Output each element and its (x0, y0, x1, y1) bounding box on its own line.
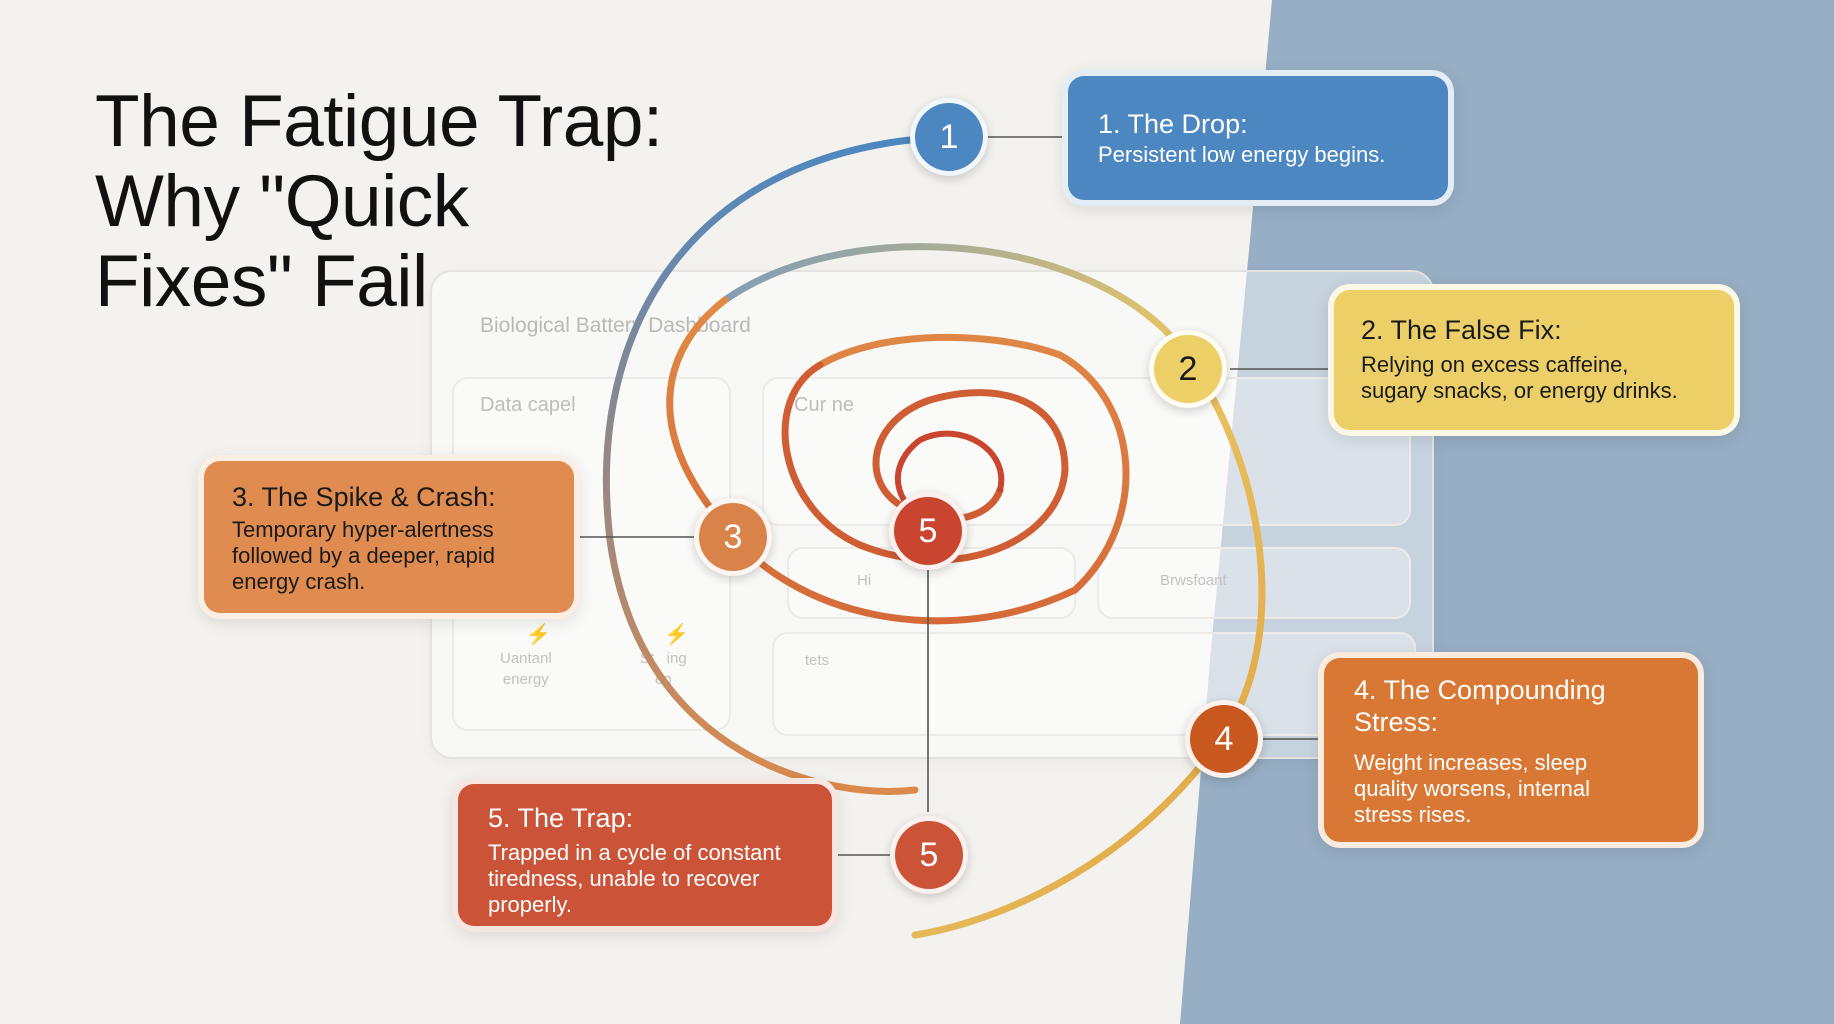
stage-node-number: 5 (919, 835, 939, 874)
stage-card-title: 3. The Spike & Crash: (232, 482, 496, 512)
stage-card-body: Trapped in a cycle of constant (488, 840, 781, 865)
lightning-icon: ⚡ (526, 624, 551, 646)
stage-node-number: 3 (723, 517, 743, 556)
stage-card-body: sugary snacks, or energy drinks. (1361, 378, 1678, 403)
dashboard-panel-mid-b (1097, 547, 1411, 619)
stage-card-body: properly. (488, 892, 572, 917)
lightning-icon: ⚡ (664, 624, 689, 646)
stage-card-title: Stress: (1354, 707, 1439, 737)
title-line: The Fatigue Trap: (95, 81, 663, 162)
stage-card-2: 2. The False Fix: Relying on excess caff… (1328, 284, 1740, 436)
stage-node-1: 1 (910, 98, 988, 176)
spiral-arc-right (721, 243, 1266, 939)
dashboard-title: Biological Battery Dashboard (480, 314, 751, 337)
dashboard-panel-right (762, 377, 1411, 526)
stage-card-4: 4. The Compounding Stress: Weight increa… (1318, 652, 1704, 848)
dashboard-small-label: Brwsfoant (1160, 572, 1227, 589)
stage-card-title: 2. The False Fix: (1361, 315, 1562, 345)
stage-card-title: 4. The Compounding (1354, 675, 1606, 705)
stage-card-body: Relying on excess caffeine, (1361, 352, 1629, 377)
center-node-5: 5 (889, 492, 967, 570)
dashboard-small-label: Uantanl energy (500, 650, 552, 688)
spiral-arc-outer (603, 133, 949, 795)
stage-node-5: 5 (890, 816, 968, 894)
stage-card-body: Temporary hyper-alertness (232, 517, 494, 542)
stage-card-body: tiredness, unable to recover (488, 866, 760, 891)
stage-node-number: 4 (1214, 719, 1234, 758)
dashboard-small-label: tets (784, 652, 830, 669)
title-line: Fixes" Fail (95, 241, 428, 322)
stage-node-2: 2 (1149, 330, 1227, 408)
spiral-arc-middle (666, 296, 1130, 625)
stage-card-body: quality worsens, internal (1354, 776, 1591, 801)
stage-card-1: 1. The Drop: Persistent low energy begin… (1062, 70, 1454, 206)
stage-card-body: stress rises. (1354, 802, 1472, 827)
stage-card-title: 1. The Drop: (1098, 109, 1248, 139)
stage-card-body: Weight increases, sleep (1354, 750, 1588, 775)
dashboard-panel-right-label: Cur ne (794, 394, 855, 416)
dashboard-small-label: Hi (857, 572, 872, 589)
dashboard-panel-bottom (772, 632, 1416, 736)
dashboard-panel-left-label: Data capel (480, 394, 576, 416)
stage-card-3: 3. The Spike & Crash: Temporary hyper-al… (198, 455, 580, 619)
center-node-number: 5 (918, 511, 938, 550)
stage-node-3: 3 (694, 498, 772, 576)
stage-card-body: followed by a deeper, rapid (232, 543, 495, 568)
page-title: The Fatigue Trap: Why "Quick Fixes" Fail (95, 82, 663, 322)
stage-card-title: 5. The Trap: (488, 803, 634, 833)
stage-node-4: 4 (1185, 700, 1263, 778)
stage-card-body: energy crash. (232, 569, 366, 594)
title-line: Why "Quick (95, 161, 469, 242)
stage-node-number: 2 (1178, 349, 1198, 388)
stage-node-number: 1 (939, 117, 959, 156)
stage-card-body: Persistent low energy begins. (1098, 142, 1386, 167)
stage-card-5: 5. The Trap: Trapped in a cycle of const… (452, 778, 838, 932)
